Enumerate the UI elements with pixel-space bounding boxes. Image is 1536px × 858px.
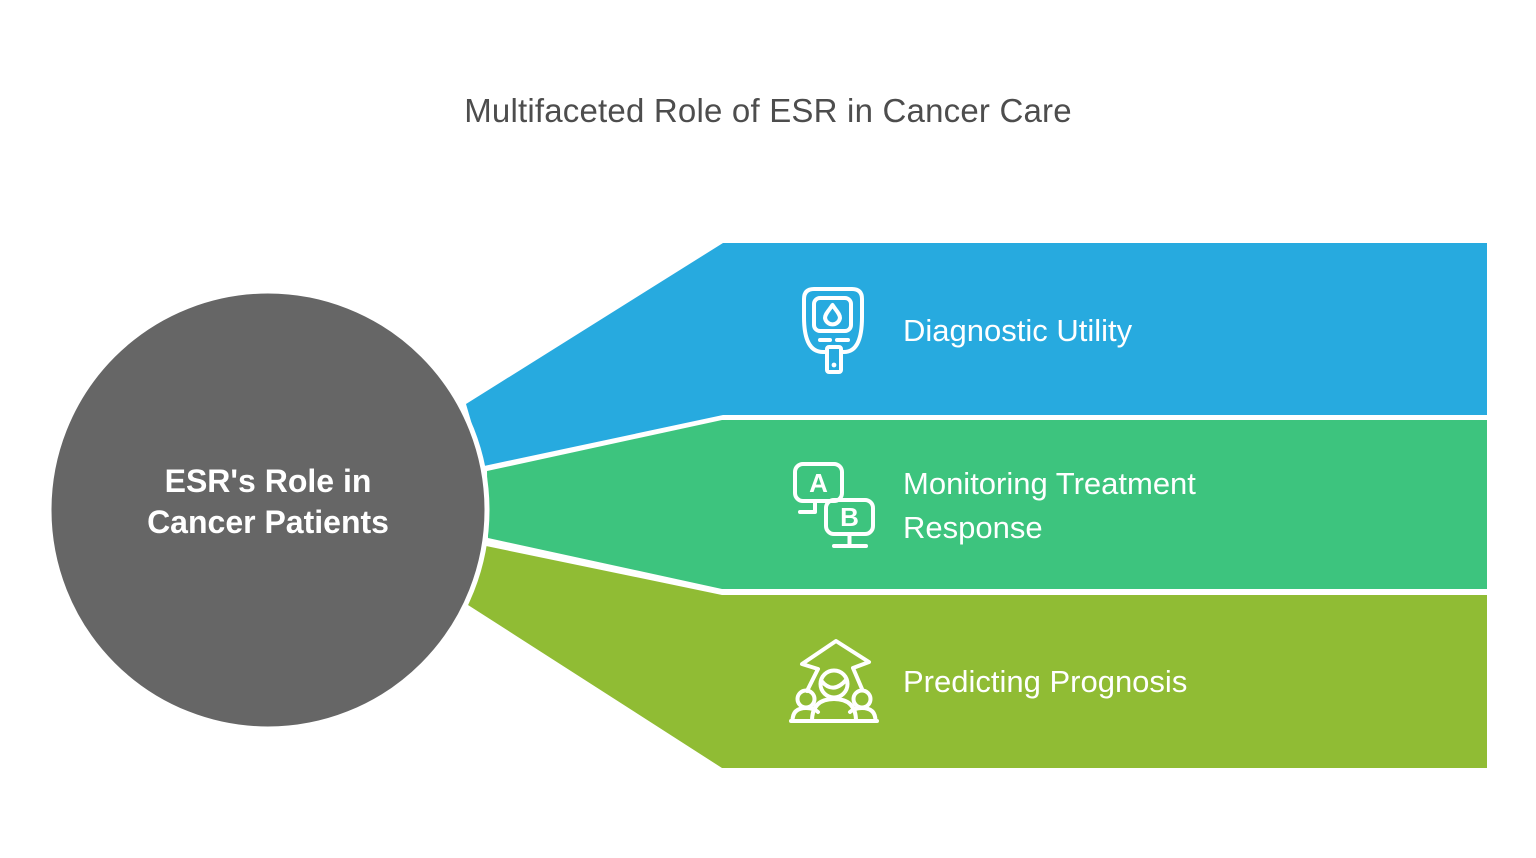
person-right-shoulders bbox=[848, 706, 878, 723]
band-label-predicting-prognosis: Predicting Prognosis bbox=[903, 664, 1188, 699]
page-title: Multifaceted Role of ESR in Cancer Care bbox=[464, 92, 1072, 129]
growth-arrow bbox=[800, 639, 871, 693]
ab-letter-b: B bbox=[840, 502, 859, 532]
ab-screen-a-tail bbox=[798, 499, 817, 514]
glucose-meter-screen bbox=[812, 296, 853, 333]
blood-drop-icon bbox=[823, 303, 842, 327]
band-predicting-prognosis bbox=[468, 546, 1487, 768]
ab-test-monitors-icon: A B bbox=[793, 462, 875, 548]
ab-screen-a bbox=[793, 462, 844, 503]
glucose-meter-body bbox=[802, 287, 864, 354]
band-diagnostic-utility bbox=[466, 243, 1487, 466]
glucose-meter-icon bbox=[802, 287, 864, 374]
person-left-shoulders bbox=[790, 706, 820, 723]
band-label-diagnostic-utility: Diagnostic Utility bbox=[903, 313, 1133, 348]
band-label-monitoring-treatment: Monitoring Treatment Response bbox=[903, 466, 1196, 545]
test-strip-dot bbox=[831, 362, 837, 368]
glucose-test-strip bbox=[825, 345, 843, 374]
band-monitoring-treatment bbox=[487, 420, 1487, 589]
hub-circle bbox=[46, 288, 490, 732]
people-growth-arrow-icon bbox=[789, 639, 879, 723]
hub-label: ESR's Role in Cancer Patients bbox=[147, 463, 389, 540]
person-center-face-line bbox=[819, 677, 849, 690]
ab-letter-a: A bbox=[809, 468, 828, 498]
